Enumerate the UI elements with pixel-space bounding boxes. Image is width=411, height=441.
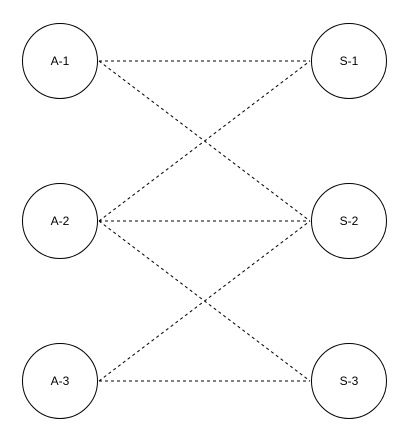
node-s1: S-1: [311, 23, 387, 99]
node-a2: A-2: [22, 183, 98, 259]
node-s2-label: S-2: [339, 214, 359, 228]
node-a3-label: A-3: [50, 374, 70, 388]
edge-a3-s2: [98, 220, 311, 382]
node-a1-label: A-1: [50, 54, 70, 68]
node-a3: A-3: [22, 343, 98, 419]
edge-a2-s1: [98, 60, 311, 222]
node-s3: S-3: [311, 343, 387, 419]
node-s1-label: S-1: [339, 54, 359, 68]
node-s3-label: S-3: [339, 374, 359, 388]
node-a2-label: A-2: [50, 214, 70, 228]
node-s2: S-2: [311, 183, 387, 259]
node-a1: A-1: [22, 23, 98, 99]
